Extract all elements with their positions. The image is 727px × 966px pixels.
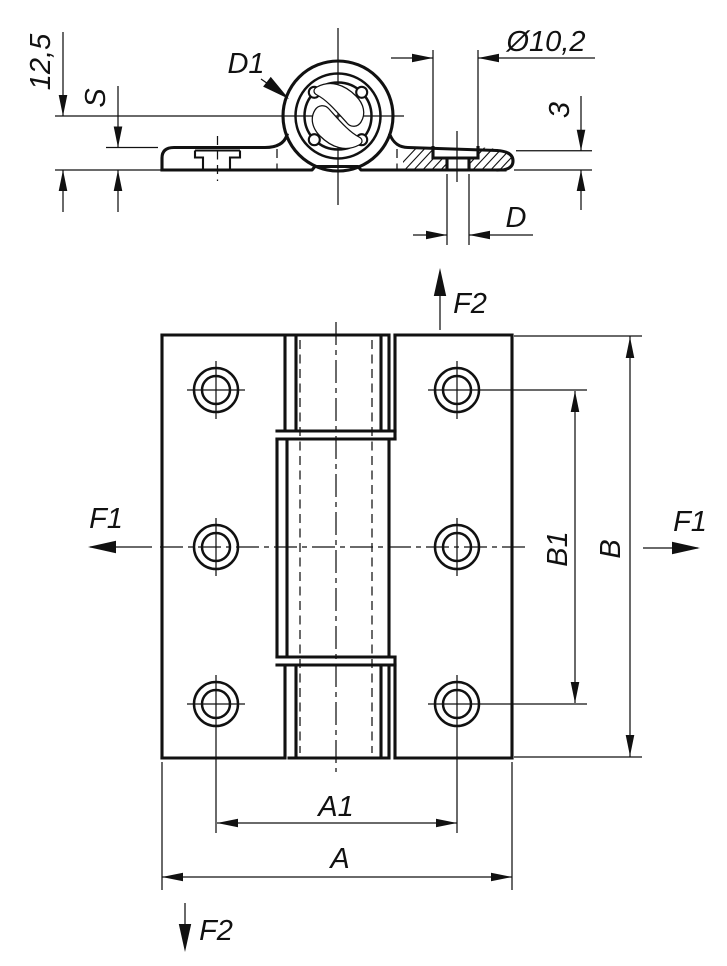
dimension-b: B: [514, 335, 642, 758]
counterbore-section: [431, 145, 480, 172]
force-f2-top: F2: [433, 268, 487, 330]
dimension-3: 3: [544, 96, 586, 210]
dim-b-label: B: [595, 539, 627, 558]
dimension-b1: B1: [542, 391, 580, 703]
pin-slot-lower: [311, 105, 363, 150]
dim-d1-label: D1: [227, 48, 264, 80]
dimension-d1: D1: [227, 48, 293, 104]
dimension-s: S: [80, 86, 123, 212]
hole-top-left: [187, 361, 245, 419]
dim-dia-label: Ø10,2: [506, 26, 586, 58]
force-f1-right-label: F1: [673, 506, 707, 538]
dim-d-label: D: [506, 202, 527, 234]
force-f2-top-label: F2: [453, 288, 487, 320]
top-view-profile: 12,5 S D1 Ø10,2: [25, 26, 595, 245]
dimension-dia-10-2: Ø10,2: [391, 26, 595, 148]
knuckle-section: [281, 59, 395, 173]
dim-s-label: S: [80, 88, 112, 108]
front-view: B B1 A1 A F1: [88, 268, 707, 952]
hole-top-right: [428, 361, 587, 419]
dimension-12-5: 12,5: [25, 32, 68, 212]
force-f1-left: F1: [88, 503, 152, 554]
base-line: [160, 164, 507, 172]
knuckle-outer-circle: [281, 59, 395, 173]
dimension-d: D: [413, 174, 533, 245]
mounting-holes: [160, 361, 587, 833]
force-f2-bottom-label: F2: [199, 915, 233, 947]
dimension-a1: A1: [217, 791, 457, 828]
pin-bore-circle: [303, 81, 373, 151]
bore-lobe-ne: [355, 85, 369, 99]
dim-a-label: A: [328, 843, 349, 875]
dim-3-label: 3: [544, 102, 576, 118]
force-f1-left-label: F1: [89, 503, 123, 535]
dimension-a: A: [161, 762, 513, 890]
dim-a1-label: A1: [316, 791, 353, 823]
dim-12-5-label: 12,5: [25, 33, 57, 90]
force-f1-right: F1: [643, 506, 707, 555]
barrel-edges: [275, 322, 397, 772]
force-f2-bottom: F2: [178, 903, 233, 952]
hole-bottom-right: [428, 675, 587, 833]
pin-slot-upper: [313, 82, 365, 127]
left-leaf-profile: [160, 133, 289, 172]
hole-bottom-left: [187, 675, 245, 833]
knuckle-inner-circle: [294, 72, 382, 160]
bore-lobe-sw: [307, 133, 321, 147]
dim-b1-label: B1: [542, 531, 574, 566]
right-leaf-profile: [387, 132, 515, 172]
